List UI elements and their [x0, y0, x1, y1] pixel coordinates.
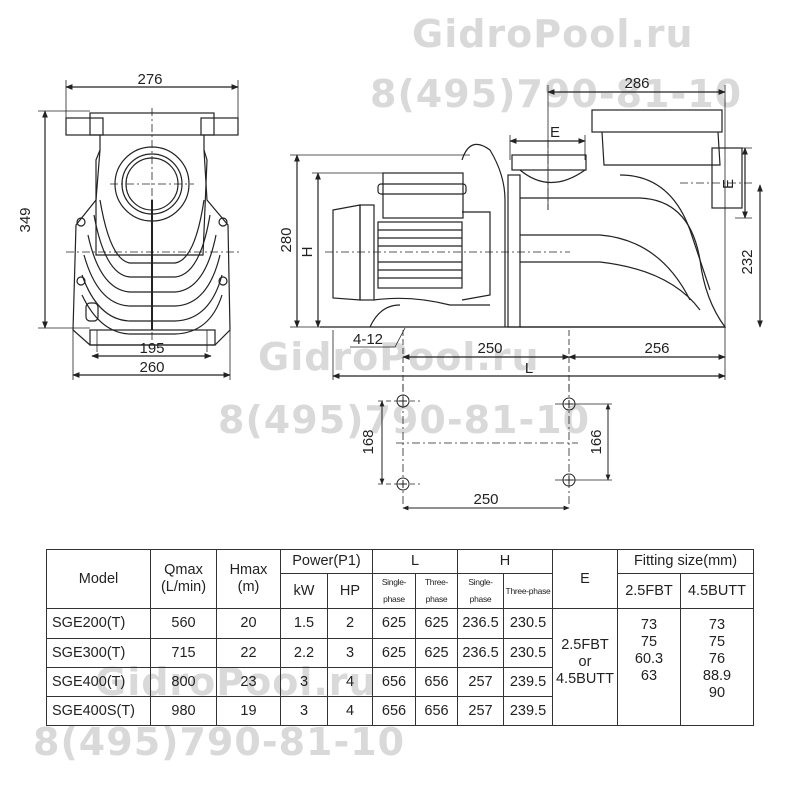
header-l: L	[372, 549, 458, 574]
cell-model: SGE200(T)	[46, 608, 151, 639]
cell-h-single: 257	[457, 667, 504, 697]
cell-hmax: 22	[216, 638, 281, 668]
cell-qmax: 800	[150, 667, 217, 697]
watermark-phone-middle: 8(495)790-81-10	[218, 398, 591, 442]
cell-h-three: 230.5	[503, 608, 553, 639]
cell-kw: 2.2	[280, 638, 328, 668]
cell-h-three: 239.5	[503, 696, 553, 726]
cell-kw: 3	[280, 667, 328, 697]
cell-l-single: 656	[372, 667, 416, 697]
dim-inlet-e: E	[550, 124, 560, 141]
cell-h-single: 257	[457, 696, 504, 726]
cell-l-three: 625	[415, 638, 458, 668]
table-row: SGE400S(T) 980 19 3 4 656 656 257 239.5	[46, 696, 754, 726]
header-row-2: kW HP Single-phase Three-phase Single-ph…	[47, 573, 754, 609]
front-view	[38, 80, 240, 380]
cell-hp: 2	[327, 608, 373, 639]
cell-h-single: 236.5	[457, 638, 504, 668]
header-power: Power(P1)	[280, 549, 373, 574]
cell-kw: 1.5	[280, 608, 328, 639]
cell-model: SGE400(T)	[46, 667, 151, 697]
cell-hmax: 20	[216, 608, 281, 639]
dim-side-h: H	[299, 247, 316, 258]
header-e: E	[552, 549, 618, 609]
side-view	[290, 85, 763, 392]
dim-base-left-168: 168	[360, 429, 377, 454]
cell-hp: 4	[327, 696, 373, 726]
cell-l-single: 625	[372, 638, 416, 668]
table-row: SGE200(T) 560 20 1.5 2 625 625 236.5 230…	[46, 608, 754, 726]
cell-hmax: 19	[216, 696, 281, 726]
dim-side-250: 250	[477, 340, 502, 357]
header-l-three: Three-phase	[415, 573, 458, 609]
header-fbt: 2.5FBT	[617, 573, 681, 609]
dim-side-256: 256	[644, 340, 669, 357]
dim-base-span-250: 250	[473, 491, 498, 508]
header-butt: 4.5BUTT	[680, 573, 754, 609]
dim-outlet-height-232: 232	[739, 249, 756, 274]
dim-base-right-166: 166	[588, 429, 605, 454]
cell-l-single: 625	[372, 608, 416, 639]
cell-qmax: 980	[150, 696, 217, 726]
header-hmax: Hmax(m)	[216, 549, 281, 609]
table-row: SGE300(T) 715 22 2.2 3 625 625 236.5 230…	[46, 638, 754, 668]
spec-table: Model Qmax(L/min) Hmax(m) Power(P1) L H …	[46, 549, 754, 726]
header-model: Model	[46, 549, 151, 609]
cell-l-three: 625	[415, 608, 458, 639]
cell-hp: 4	[327, 667, 373, 697]
dim-mount-holes: 4-12	[353, 331, 383, 348]
header-h: H	[457, 549, 553, 574]
cell-qmax: 560	[150, 608, 217, 639]
dim-base-outer: 260	[139, 359, 164, 376]
dim-outlet-e: E	[720, 179, 737, 189]
watermark-phone-bottom: 8(495)790-81-10	[33, 720, 406, 764]
cell-l-three: 656	[415, 667, 458, 697]
header-kw: kW	[280, 573, 328, 609]
dim-base-inner: 195	[139, 340, 164, 357]
header-hp: HP	[327, 573, 373, 609]
cell-hmax: 23	[216, 667, 281, 697]
base-plan	[378, 384, 612, 511]
dim-side-l: L	[525, 360, 533, 377]
cell-h-three: 230.5	[503, 638, 553, 668]
dim-front-height: 349	[17, 207, 34, 232]
cell-hp: 3	[327, 638, 373, 668]
cell-l-three: 656	[415, 696, 458, 726]
cell-h-single: 236.5	[457, 608, 504, 639]
dim-overall-top: 286	[624, 75, 649, 92]
header-h-three: Three-phase	[503, 573, 553, 609]
dim-side-height-280: 280	[278, 227, 295, 252]
header-fitting: Fitting size(mm)	[617, 549, 754, 574]
header-l-single: Single-phase	[372, 573, 416, 609]
header-row-1: Model Qmax(L/min) Hmax(m) Power(P1) L H …	[46, 549, 754, 609]
cell-model: SGE300(T)	[46, 638, 151, 668]
cell-kw: 3	[280, 696, 328, 726]
watermark-site-top: GidroPool.ru	[412, 12, 694, 56]
cell-model: SGE400S(T)	[46, 696, 151, 726]
dim-top-width: 276	[137, 71, 162, 88]
header-qmax: Qmax(L/min)	[150, 549, 217, 609]
cell-l-single: 656	[372, 696, 416, 726]
header-h-single: Single-phase	[457, 573, 504, 609]
cell-h-three: 239.5	[503, 667, 553, 697]
cell-qmax: 715	[150, 638, 217, 668]
technical-drawing: 276 349 195 260	[17, 71, 763, 511]
